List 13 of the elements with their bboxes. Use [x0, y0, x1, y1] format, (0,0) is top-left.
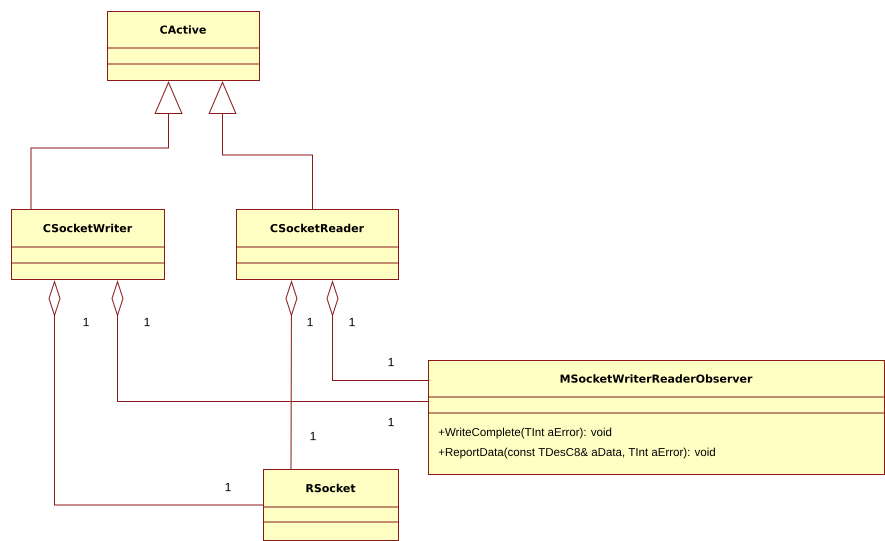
class-box: RSocket [262, 469, 399, 541]
multiplicity-label: 1 [310, 432, 316, 440]
class-box: CSocketReader [236, 209, 399, 280]
multiplicity-label: 1 [226, 482, 231, 492]
multiplicity-label: 1 [84, 318, 89, 326]
multiplicity-label: 1 [350, 318, 355, 326]
class-box: MSocketWriterReaderObserver +WriteComplete(TInt aError): void +ReportData(const TDesC8& aData, TInt aError): void [428, 360, 885, 475]
multiplicity-label: 1 [144, 318, 150, 326]
multiplicity-label: 1 [388, 418, 394, 426]
multiplicity-label: 1 [308, 318, 313, 326]
class-box: CSocketWriter [10, 209, 165, 280]
multiplicity-label: 1 [388, 358, 394, 366]
class-box: CActive [106, 11, 260, 81]
